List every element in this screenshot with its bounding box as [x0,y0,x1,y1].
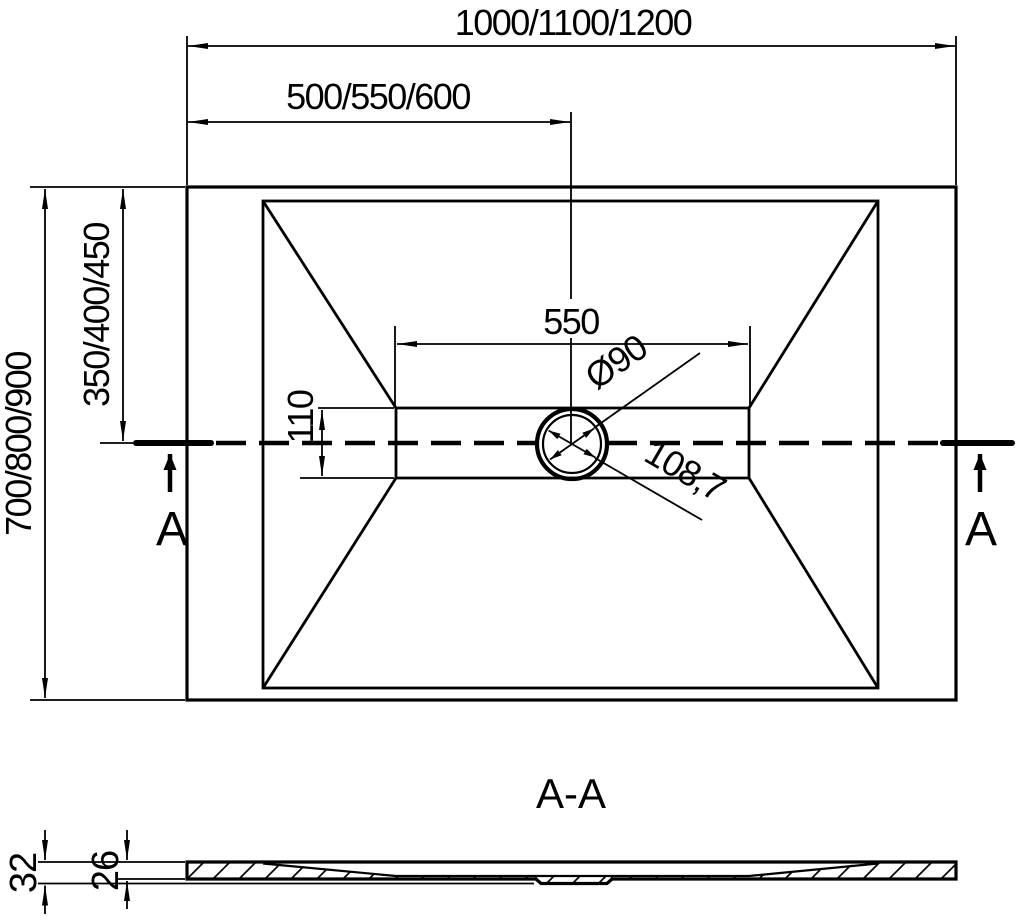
dim-edge-height: 26 [85,830,130,909]
dim-flat-zone-width-label: 550 [543,301,599,342]
drain-diagonal-leader [594,457,703,521]
dim-overall-width: 1000/1100/1200 [186,2,957,185]
dim-total-height-label: 32 [3,853,45,893]
drain: Ø90 108,7 [534,326,732,521]
section-profile-outline [185,860,958,886]
drain-boss-edges [534,876,614,879]
section-cut-line: A A [100,440,1015,556]
label-mask [541,299,601,338]
dim-total-height: 32 [3,830,48,914]
section-marker-right-label: A [965,503,997,556]
drain-diameter-leader [593,352,701,429]
dim-flat-zone-depth-label: 110 [280,390,321,443]
dim-drain-offset-width-label: 500/550/600 [286,76,470,117]
plan-view: A A Ø90 108,7 1000/1100/1200 500/550/600 [0,2,1015,702]
slope-edges [261,200,880,689]
drain-outer-circle [534,406,610,482]
dim-drain-offset-depth: 350/400/450 [76,189,126,441]
section-view: A-A 32 26 [3,770,958,914]
drain-cross-arrow-2 [548,429,596,459]
drain-inner-circle [541,413,603,475]
section-marker-left-label: A [156,503,188,556]
dim-overall-width-label: 1000/1100/1200 [455,2,692,43]
section-floor-surface [262,862,879,878]
section-title: A-A [536,770,606,817]
dim-drain-offset-width: 500/550/600 [188,76,570,125]
dim-overall-depth: 700/800/900 [0,186,185,701]
dim-edge-height-label: 26 [85,851,127,891]
dim-overall-depth-label: 700/800/900 [0,352,39,536]
dim-flat-zone-width: 550 [394,299,751,406]
dim-drain-offset-depth-label: 350/400/450 [76,223,117,407]
dim-flat-zone-depth: 110 [280,390,394,479]
